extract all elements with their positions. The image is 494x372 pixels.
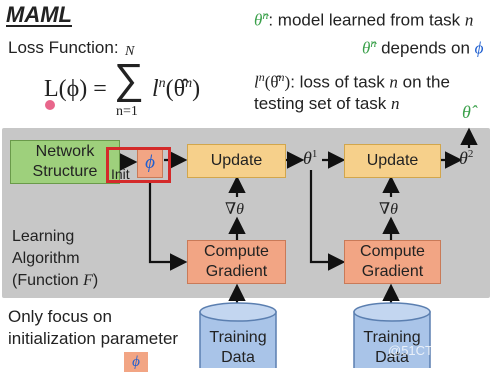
init-label: Init xyxy=(111,166,130,182)
gradient-symbol-2: ∇θ xyxy=(379,201,399,218)
learning-algorithm-label: Learning Algorithm (Function F) xyxy=(12,228,99,289)
training-data-label-1: Training Data xyxy=(209,329,267,366)
watermark: @51CTO博客 xyxy=(388,343,469,358)
sum-symbol: ∑ xyxy=(114,55,144,102)
gradient-symbol-1: ∇θ xyxy=(225,201,245,218)
compute-gradient-box-2: Compute Gradient xyxy=(344,240,441,284)
sum-lower-limit: n=1 xyxy=(116,104,138,119)
formula-term: ln(θ̂n) xyxy=(152,76,201,102)
phi-parameter-box: ϕ xyxy=(137,148,163,178)
note-testing-set: testing set of task n xyxy=(254,94,400,113)
training-data-cylinder-2 xyxy=(353,302,431,368)
small-phi-box: ϕ xyxy=(124,352,148,372)
network-structure-box: Network Structure xyxy=(10,140,120,184)
training-data-label-2: Training Data xyxy=(363,329,421,366)
loss-function-label: Loss Function: xyxy=(8,38,119,57)
init-highlight-frame xyxy=(106,147,171,183)
note-theta-depends: θ̂n depends on ϕ xyxy=(362,36,484,58)
formula-lhs: L(ϕ) = xyxy=(44,76,107,102)
sum-upper-limit: N xyxy=(125,44,135,59)
training-data-cylinder-1 xyxy=(199,302,277,368)
note-loss-of-task: ln(θ̂n): loss of task n on the xyxy=(254,70,450,92)
pointer-dot xyxy=(45,100,55,110)
update-box-1: Update xyxy=(187,144,286,178)
update-box-2: Update xyxy=(344,144,441,178)
theta-hat-label: θ̂ xyxy=(462,102,471,122)
slide-title: MAML xyxy=(6,2,72,27)
focus-note: Only focus on initialization parameter xyxy=(8,307,179,348)
theta-1-label: θ1 xyxy=(303,148,318,168)
note-theta-learned: θ̂n: model learned from task n xyxy=(254,8,474,30)
compute-gradient-box-1: Compute Gradient xyxy=(187,240,286,284)
theta-2-label: θ2 xyxy=(459,148,474,168)
